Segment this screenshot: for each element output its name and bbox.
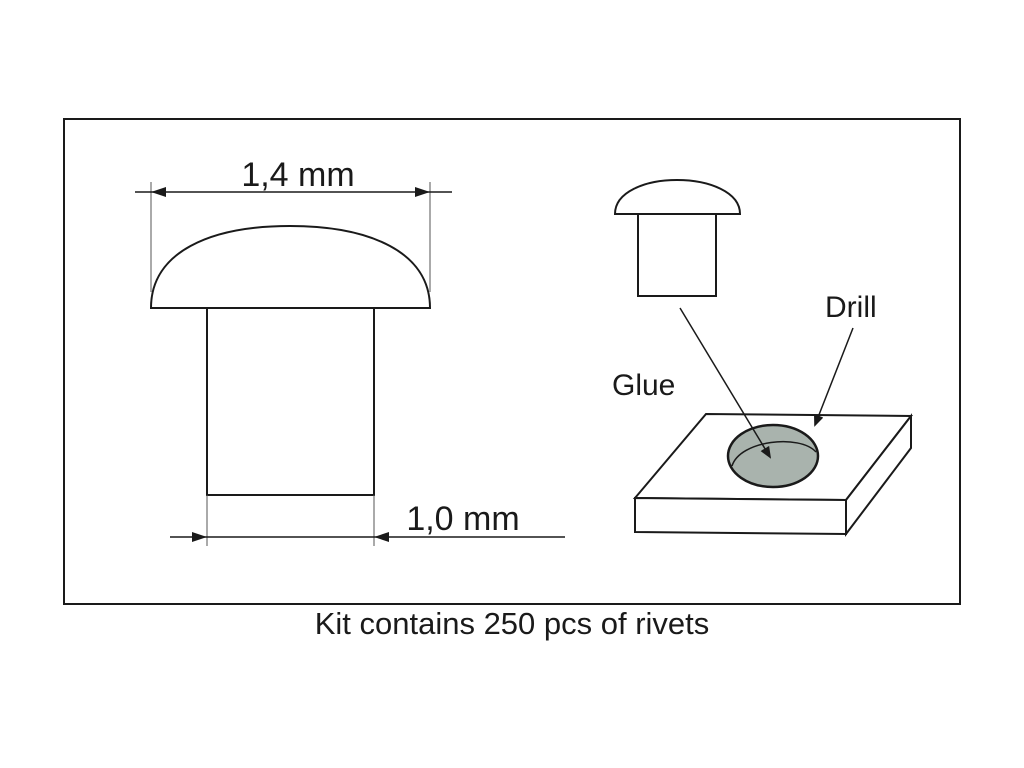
caption: Kit contains 250 pcs of rivets [314, 606, 710, 641]
head-width-arrow-left [151, 187, 166, 197]
small-rivet-head [613, 178, 742, 215]
plate-side [845, 413, 912, 537]
drilled-hole-inner-wall [731, 440, 817, 467]
plate-front [634, 496, 847, 536]
head-width-arrow-right [415, 187, 430, 197]
diagram-frame [63, 118, 961, 605]
rivet-installation: Glue Drill [612, 178, 914, 537]
shank-width-arrow-right [374, 532, 389, 542]
glue-label: Glue [612, 369, 675, 402]
drilled-hole [726, 423, 820, 489]
rivet-dimensioned: 1,4 mm 1,0 mm [135, 156, 565, 546]
small-rivet-shank [637, 213, 717, 297]
rivet-head [149, 224, 432, 309]
glue-arrow [679, 307, 772, 459]
drill-label: Drill [825, 291, 877, 324]
rivet-shank [206, 307, 375, 496]
shank-width-arrow-left [192, 532, 207, 542]
drill-arrow [813, 327, 854, 427]
head-width-label: 1,4 mm [241, 156, 354, 194]
shank-width-label: 1,0 mm [406, 500, 519, 538]
